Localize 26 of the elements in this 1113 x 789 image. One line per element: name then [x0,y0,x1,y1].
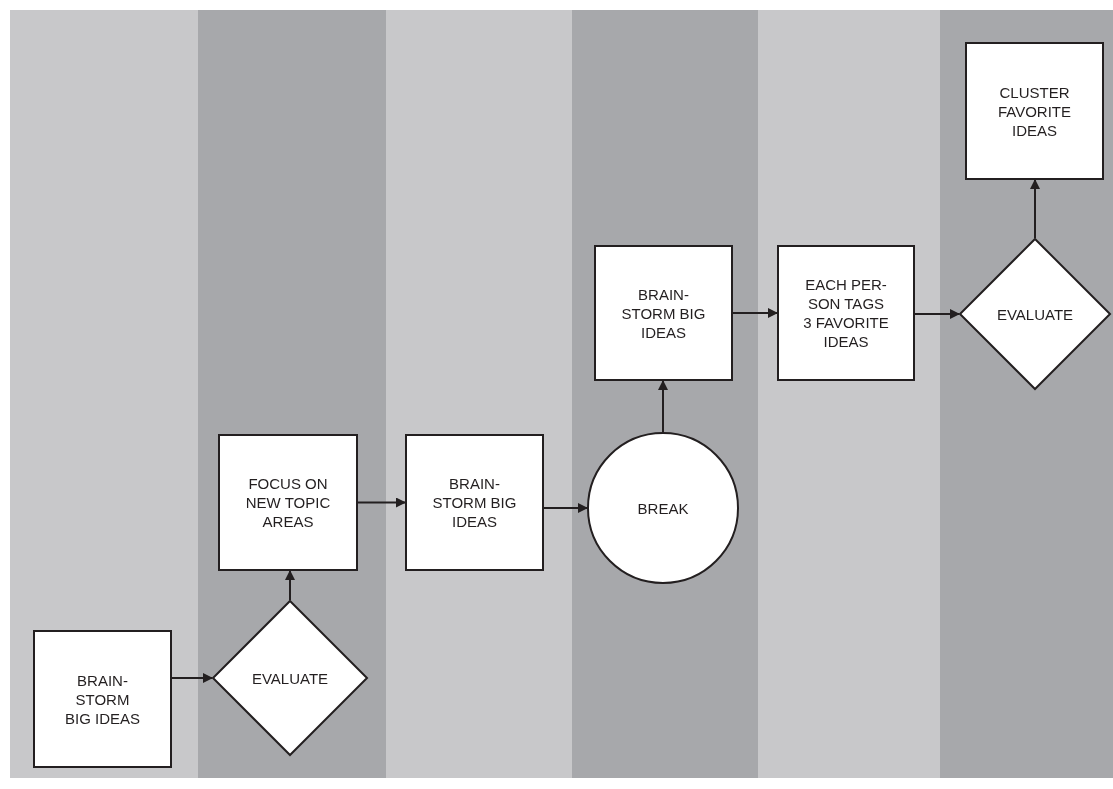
process-box [777,245,915,381]
process-box [594,245,733,381]
process-box [33,630,172,768]
arrow [171,673,213,683]
arrow [732,308,778,318]
decision-diamond [212,600,368,756]
arrow [914,309,960,319]
process-box [405,434,544,571]
node-label: BREAK [636,498,690,518]
node-label: EVALUATE [995,304,1075,324]
arrow [285,570,295,601]
node-label: FOCUS ON NEW TOPIC AREAS [244,474,332,531]
arrow [543,503,588,513]
arrow [658,380,668,433]
process-box [965,42,1104,180]
arrow [1030,179,1040,239]
decision-diamond [959,238,1111,390]
process-box [218,434,358,571]
node-label: BRAIN-STORM BIG IDEAS [620,284,707,342]
node-label: EVALUATE [250,668,330,688]
break-circle [587,432,739,584]
node-label: BRAIN-STORM BIG IDEAS [431,474,518,531]
node-label: BRAIN-STORM BIG IDEAS [64,670,141,728]
arrow [357,497,406,508]
node-label: CLUSTER FAVORITE IDEAS [997,82,1072,140]
node-label: EACH PER-SON TAGS 3 FAVORITE IDEAS [803,275,889,351]
